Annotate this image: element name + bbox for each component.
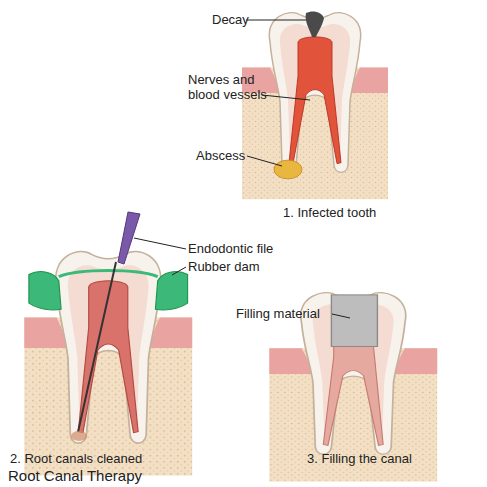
- part-label: Rubber dam: [188, 259, 308, 274]
- figure-caption: Root Canal Therapy: [8, 467, 258, 485]
- part-label: Endodontic file: [188, 241, 308, 256]
- leader-lines: [134, 20, 350, 318]
- part-label: Decay: [212, 12, 272, 27]
- part-label: Nerves and blood vessels: [188, 72, 268, 102]
- step-caption: 2. Root canals cleaned: [10, 451, 180, 466]
- step-caption: 3. Filling the canal: [307, 451, 477, 466]
- cleaned-tooth: [24, 251, 192, 475]
- infected-tooth: [242, 11, 388, 199]
- endodontic-file: [71, 212, 140, 441]
- step-caption: 1. Infected tooth: [283, 205, 423, 220]
- part-label: Filling material: [236, 306, 336, 321]
- part-label: Abscess: [196, 148, 256, 163]
